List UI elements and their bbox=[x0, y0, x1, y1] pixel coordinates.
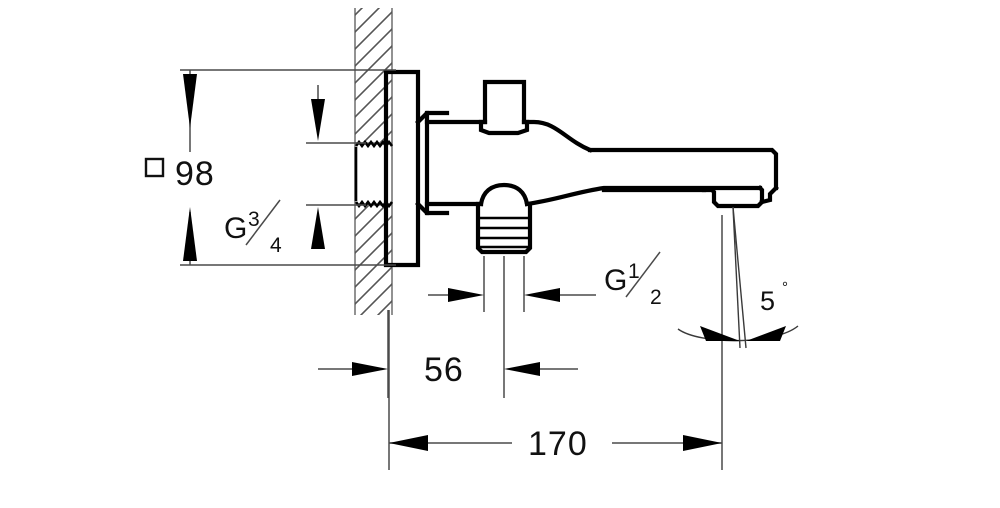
angle-label-5: 5 bbox=[760, 286, 775, 316]
dimension-height-98: 98 bbox=[144, 69, 396, 266]
dimension-thread-g34: G 3 4 bbox=[224, 85, 366, 257]
wall-hatch-upper bbox=[355, 8, 392, 143]
dimension-label-56: 56 bbox=[424, 351, 464, 389]
dimension-label-98: 98 bbox=[175, 155, 215, 193]
threaded-outlet bbox=[475, 182, 533, 255]
arrow-head-right-170 bbox=[683, 435, 722, 451]
arrow-head-down bbox=[183, 74, 197, 128]
arrow-head-right-g12 bbox=[448, 288, 484, 302]
fraction-slash-g34 bbox=[245, 199, 281, 246]
arrow-head-up-g34 bbox=[311, 207, 325, 249]
dimension-thread-g12: G 1 2 bbox=[428, 251, 662, 312]
degree-symbol-icon: ° bbox=[782, 279, 788, 296]
thread-label-g12-denominator: 2 bbox=[650, 286, 662, 309]
arrow-head-down-g34 bbox=[311, 99, 325, 141]
thread-label-g34-denominator: 4 bbox=[270, 234, 282, 257]
thread-label-g34-numerator: 3 bbox=[248, 208, 260, 231]
dimension-angle-5deg: 5 ° bbox=[677, 206, 799, 349]
dimension-label-170: 170 bbox=[528, 425, 588, 463]
arrow-head-up bbox=[183, 207, 197, 261]
escutcheon-plate bbox=[383, 69, 421, 268]
wall-hatch-lower bbox=[355, 205, 392, 315]
faucet-body-outline bbox=[415, 110, 779, 216]
fraction-slash-g12 bbox=[625, 251, 661, 298]
dimension-length-170: 170 bbox=[388, 215, 723, 470]
arrow-head-arc-left bbox=[700, 326, 740, 341]
diverter-knob bbox=[478, 79, 530, 136]
arrow-head-right-56 bbox=[352, 362, 388, 376]
dimension-width-56: 56 bbox=[318, 310, 578, 398]
arrow-head-left-g12 bbox=[524, 288, 560, 302]
arrow-head-left-56 bbox=[504, 362, 540, 376]
square-symbol-icon bbox=[144, 157, 165, 178]
wall-section bbox=[354, 8, 393, 315]
thread-label-g34-letter: G bbox=[224, 212, 247, 245]
thread-label-g12-letter: G bbox=[604, 264, 627, 297]
arrow-head-left-170 bbox=[389, 435, 428, 451]
thread-label-g12-numerator: 1 bbox=[628, 260, 640, 283]
arrow-head-arc-right bbox=[746, 326, 786, 341]
